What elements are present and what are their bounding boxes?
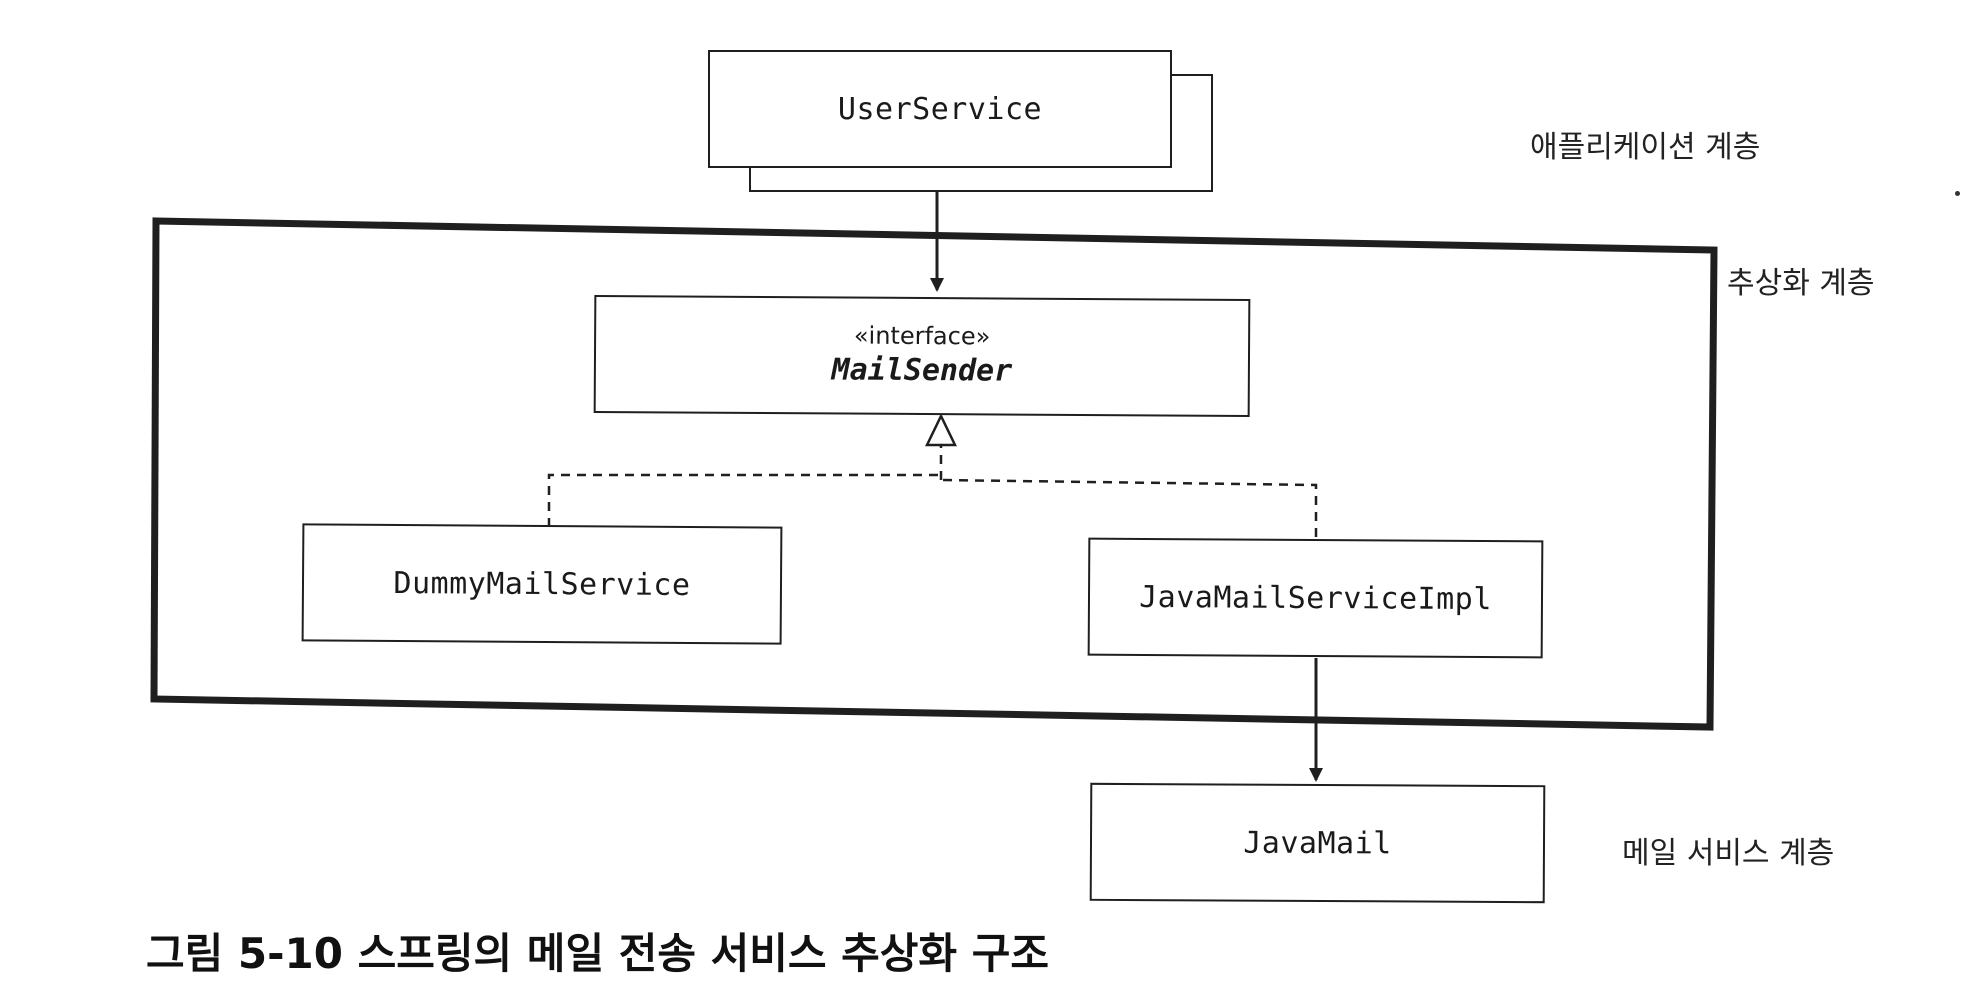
- mail-service-layer-label: 메일 서비스 계층: [1622, 836, 1835, 871]
- dummymailservice-box: DummyMailService: [301, 523, 783, 645]
- abstraction-layer-label: 추상화 계층: [1727, 266, 1875, 301]
- javamailserviceimpl-box: JavaMailServiceImpl: [1087, 537, 1544, 659]
- realization-triangle: [925, 413, 957, 447]
- figure-caption: 그림 5-10 스프링의 메일 전송 서비스 추상화 구조: [146, 929, 1049, 978]
- mailsender-label: MailSender: [831, 352, 1013, 389]
- abstraction-layer-frame: [150, 217, 1718, 731]
- mailsender-interface-box: «interface» MailSender: [593, 294, 1251, 418]
- realization-dummy: [547, 473, 941, 527]
- dummymailservice-label: DummyMailService: [393, 565, 691, 603]
- javamailserviceimpl-label: JavaMailServiceImpl: [1139, 579, 1492, 617]
- interface-stereotype: «interface»: [853, 321, 991, 351]
- javamail-box: JavaMail: [1089, 782, 1546, 904]
- userservice-box: UserService: [708, 50, 1172, 168]
- javamail-label: JavaMail: [1243, 825, 1392, 861]
- stray-mark: [1955, 191, 1960, 196]
- realization-javamail-impl: [940, 478, 1318, 537]
- userservice-label: UserService: [837, 91, 1043, 127]
- application-layer-label: 애플리케이션 계층: [1530, 130, 1761, 165]
